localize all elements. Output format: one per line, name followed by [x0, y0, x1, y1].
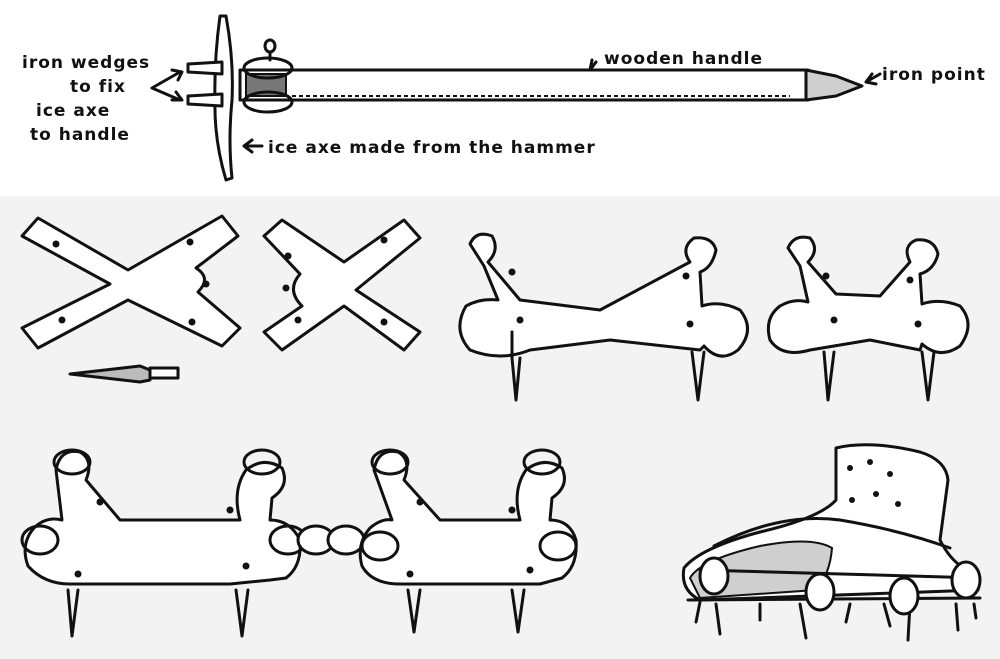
flat-plate-left — [20, 214, 242, 350]
axe-arrow — [242, 138, 264, 154]
chain-links — [296, 524, 366, 556]
flat-plate-right — [262, 218, 422, 352]
wedge-clamp-bottom — [242, 90, 294, 114]
label-wooden-handle: wooden handle — [604, 49, 763, 69]
label-iron-wedges-3: ice axe — [36, 101, 110, 121]
label-iron-point: iron point — [882, 65, 986, 85]
wedge-clamp-top — [242, 56, 294, 80]
label-iron-wedges-1: iron wedges — [22, 53, 150, 73]
axe-head — [213, 14, 234, 182]
assembled-crampon-left — [20, 448, 308, 638]
point-arrow — [864, 72, 882, 86]
iron-wedge-upper — [186, 60, 224, 76]
label-ice-axe: ice axe made from the hammer — [268, 138, 596, 158]
bent-crampon-right — [766, 235, 970, 402]
bolt-head — [263, 38, 277, 54]
iron-point-tip — [804, 68, 864, 102]
label-iron-wedges-4: to handle — [30, 125, 130, 145]
handle-socket — [245, 73, 287, 97]
bent-crampon-left — [458, 232, 749, 402]
iron-wedge-lower — [186, 92, 224, 108]
handle-arrow — [588, 58, 602, 72]
spike-piece — [68, 364, 180, 384]
ice-axe-drawing — [150, 14, 882, 182]
wedge-arrows — [150, 68, 184, 102]
boot-with-crampon — [681, 443, 982, 642]
assembled-crampon-right — [358, 448, 578, 634]
label-iron-wedges-2: to fix — [70, 77, 126, 97]
